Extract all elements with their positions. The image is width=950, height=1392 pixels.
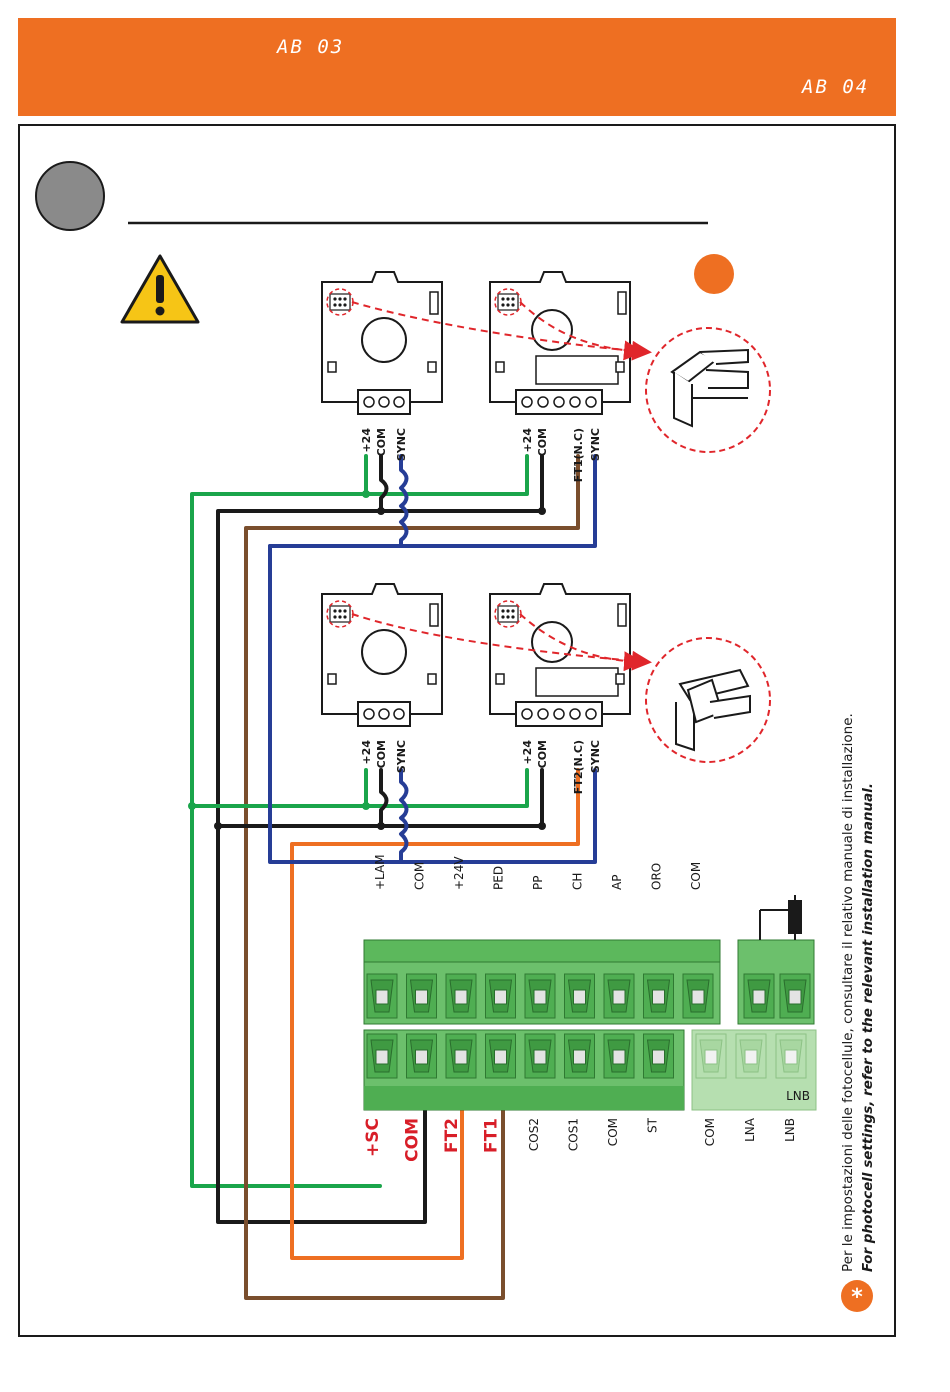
terminal-cell-top [524,973,556,1019]
terminal-cell-top [603,973,635,1019]
wire-black-com [216,454,427,1224]
terminal-cell-light [775,1033,807,1079]
rx2-terminal-label: +24 [521,740,534,765]
settings-note: Per le impostazioni delle fotocellule, c… [840,713,876,1312]
terminal-label-bottom: COM [606,1118,620,1146]
terminal-cell-bottom [524,1033,556,1079]
terminal-label-top: AP [610,875,624,890]
product-code-right: AB 04 [802,76,870,98]
terminal-cell-bottom [485,1033,516,1079]
tx2-terminal-label: -COM [375,740,388,773]
terminal-cell-bottom [603,1033,635,1079]
lnb-tag: LNB [786,1089,810,1103]
terminal-label-top: COM [689,862,703,890]
terminal-cell-top [643,973,674,1019]
asterisk-icon [841,1280,873,1312]
header-banner [18,18,896,116]
capacitor-icon [759,895,802,940]
rx1-terminal-label: -COM [536,428,549,461]
terminal-cell-bottom [564,1033,595,1079]
terminal-cell-side [779,973,811,1019]
terminal-cell-bottom [406,1033,437,1079]
terminal-label-highlight: COM [403,1118,423,1162]
terminal-label-top: +24V [452,856,466,890]
wire-blue-sync-1 [399,454,597,548]
terminal-label-side: COM [703,1118,717,1146]
terminal-label-bottom: COS2 [527,1118,541,1151]
wire-green-sc [190,454,382,1188]
jumper-connector-icon-2 [645,637,771,763]
rx1-terminal-label: SYNC [589,428,602,461]
rx1-terminal-label: +24 [521,428,534,453]
terminal-label-top: ORO [650,863,664,890]
rx1-terminal-label: FT1(N.C) [572,428,585,482]
warning-triangle-icon [120,254,200,324]
note-english: For photocell settings, refer to the rel… [860,783,876,1272]
terminal-cell-top [564,973,595,1019]
photocell-tx-2 [321,583,443,727]
wiring [190,454,597,1300]
tx1-terminal-label: -COM [375,428,388,461]
terminal-cell-bottom [643,1033,674,1079]
product-code-left: AB 03 [277,36,345,58]
terminal-labels: +LAM COM +24V PED PP CH AP ORO COM +SC COM FT2 FT1 CO… [363,854,797,1161]
photocell-rx-2 [489,583,631,727]
note-italian: Per le impostazioni delle fotocellule, c… [840,713,856,1272]
terminal-cell-side [743,973,775,1019]
terminal-cell-top [485,973,516,1019]
diagram-frame [18,124,896,1337]
step-circle-icon [35,161,105,231]
rx2-terminal-label: FT2(N.C) [572,740,585,794]
jumper-arrows [351,301,652,672]
orange-dot-icon [694,254,734,294]
wire-blue-sync-2 [399,768,597,864]
wire-brown-ft1 [244,454,580,1300]
terminal-label-side: LNB [783,1118,797,1142]
terminal-label-top: PP [531,876,545,890]
photocell-rx-1 [489,271,631,415]
tx1-terminal-label: +24 [360,428,373,453]
tx2-terminal-label: +24 [360,740,373,765]
terminal-label-top: CH [571,873,585,890]
junction-dots [188,490,546,830]
terminal-label-top: +LAM [373,854,387,890]
terminal-cell-top [406,973,437,1019]
jumper-connector-icon [645,327,771,453]
terminal-label-bottom: ST [646,1117,660,1133]
terminal-label-highlight: FT2 [442,1118,462,1153]
terminal-label-highlight: +SC [363,1118,383,1157]
tx1-terminal-label: SYNC [395,428,408,461]
rx2-terminal-label: -COM [536,740,549,773]
rx2-terminal-label: SYNC [589,740,602,773]
asterisk-label: * [851,1285,863,1310]
terminal-cell-top [682,973,714,1019]
terminal-label-top: COM [413,862,427,890]
terminal-block: LNB [363,895,817,1111]
terminal-label-bottom: COS1 [567,1118,581,1151]
terminal-cell-top [445,973,477,1019]
photocell-tx-1 [321,271,443,415]
wire-orange-ft2 [290,768,580,1260]
terminal-label-side: LNA [743,1117,757,1142]
terminal-label-highlight: FT1 [482,1118,502,1153]
terminal-cell-bottom [366,1033,398,1079]
terminal-cell-top [366,973,398,1019]
tx2-terminal-label: SYNC [395,740,408,773]
terminal-cell-bottom [445,1033,477,1079]
terminal-cell-light [735,1033,767,1079]
terminal-label-top: PED [492,866,506,890]
terminal-cell-light [695,1033,727,1079]
